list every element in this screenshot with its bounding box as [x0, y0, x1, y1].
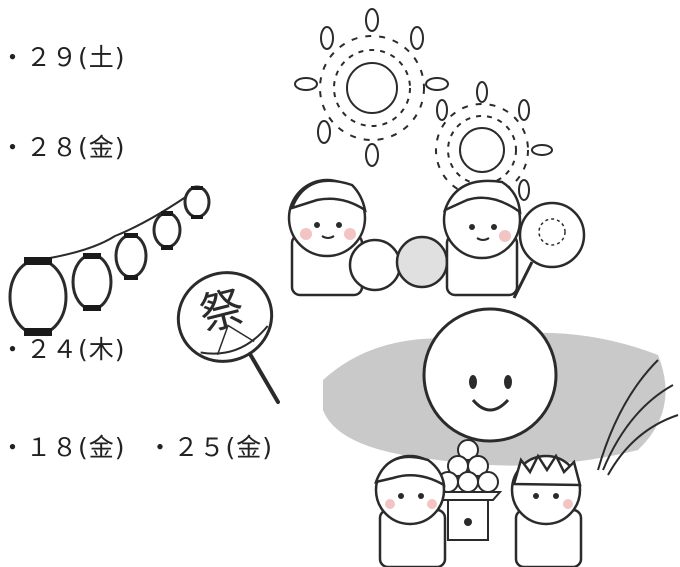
date-line-3: ・２４(木)	[0, 335, 126, 364]
date-line-4-second: ・２５(金)	[147, 433, 274, 462]
child-icon	[442, 179, 522, 297]
lanterns-illustration	[8, 185, 211, 336]
child-icon	[287, 178, 367, 297]
moon-viewing-illustration	[323, 307, 679, 567]
lantern-icon	[8, 257, 68, 336]
lantern-icon	[114, 233, 148, 280]
date-line-4: ・１８(金) ・２５(金)	[0, 428, 273, 464]
child-icon	[510, 453, 583, 567]
lantern-icon	[152, 211, 182, 250]
date-line-4-first: ・１８(金)	[0, 433, 126, 462]
uchiwa-fan-icon	[512, 201, 586, 299]
child-icon	[374, 454, 447, 567]
date-line-2: ・２８(金)	[0, 133, 126, 162]
lantern-icon	[183, 185, 211, 219]
festival-fan-illustration: 祭	[176, 271, 280, 404]
lantern-icon	[71, 253, 113, 311]
dango-stand-icon	[433, 439, 503, 541]
moon-icon	[422, 307, 558, 443]
pampas-grass-icon	[597, 359, 679, 476]
firework-icon	[435, 81, 553, 201]
firework-icon	[294, 8, 449, 167]
water-balloon-icon	[348, 235, 449, 292]
fireworks-children-illustration	[287, 8, 586, 299]
date-line-1: ・２９(土)	[0, 43, 126, 72]
